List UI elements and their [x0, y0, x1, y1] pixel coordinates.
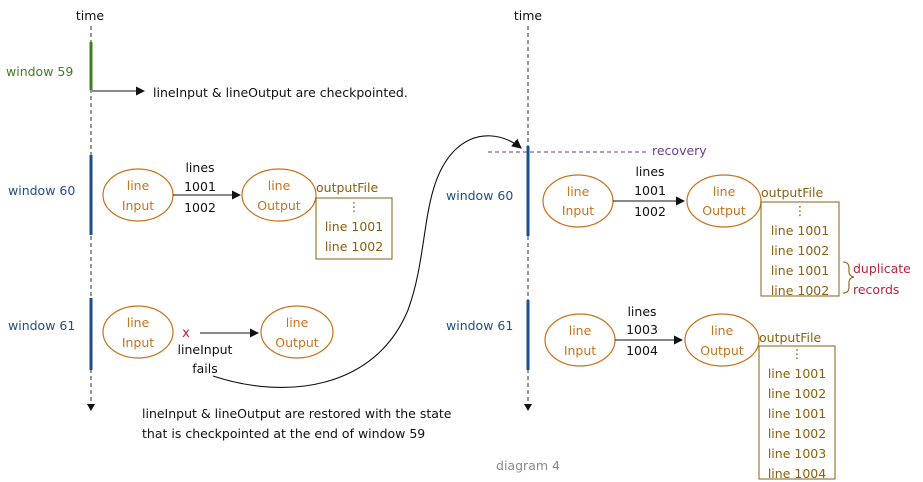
right-w61-line-output-label-1: line — [711, 323, 734, 338]
left-w60-line-output-node — [241, 168, 317, 222]
left-w60-line-input-node — [102, 168, 174, 222]
right-w61-line-input-label-1: line — [569, 323, 592, 338]
right-w60-line-output-label-1: line — [713, 184, 736, 199]
fail-text-line-1: lineInput — [178, 342, 233, 357]
right-w60-output-file-rows: ⋮ line 1001 line 1002 line 1001 line 1002 — [771, 203, 829, 298]
right-w61-lines-label: lines — [627, 304, 656, 319]
right-window60-bar — [526, 146, 530, 236]
left-w61-line-output-node — [260, 305, 334, 359]
left-time-label: time — [76, 8, 105, 23]
left-w61-line-input-node — [102, 305, 174, 359]
file-row: ⋮ — [794, 203, 807, 218]
window59-label: window 59 — [6, 64, 73, 79]
right-w60-lines-label: lines — [635, 164, 664, 179]
left-w60-line-input-label-1: line — [127, 178, 150, 193]
right-w61-line-a: 1003 — [626, 322, 658, 337]
left-w61-line-input-label-2: Input — [122, 335, 154, 350]
file-row: line 1001 — [768, 366, 826, 381]
recovery-curve-arrow — [212, 135, 522, 388]
checkpoint-note: lineInput & lineOutput are checkpointed. — [153, 85, 408, 100]
right-w61-line-output-node — [684, 313, 760, 367]
file-row: ⋮ — [791, 346, 804, 361]
duplicate-label-2: records — [853, 282, 899, 297]
file-row: line 1001 — [771, 263, 829, 278]
left-w60-output-file-box — [315, 197, 393, 260]
left-w60-output-file-label: outputFile — [316, 180, 378, 195]
file-row: line 1001 — [325, 219, 383, 234]
left-w60-line-output-label-1: line — [268, 178, 291, 193]
left-window60-label: window 60 — [8, 183, 75, 198]
left-w60-line-1002: 1002 — [184, 200, 216, 215]
right-w60-line-a: 1001 — [634, 183, 666, 198]
right-time-label: time — [514, 8, 543, 23]
file-row: ⋮ — [348, 199, 361, 214]
left-w60-line-1001: 1001 — [184, 179, 216, 194]
right-w60-line-input-label-2: Input — [562, 203, 594, 218]
right-w61-line-output-label-2: Output — [700, 343, 744, 358]
left-window60-bar — [89, 155, 93, 235]
file-row: line 1002 — [325, 239, 383, 254]
right-w60-line-input-node — [542, 174, 614, 228]
right-window60-label: window 60 — [446, 188, 513, 203]
left-timeline-arrowhead — [87, 404, 95, 411]
file-row: line 1004 — [768, 466, 826, 481]
right-w60-line-output-node — [686, 174, 762, 228]
right-w60-output-file-label: outputFile — [761, 185, 823, 200]
fail-text-line-2: fails — [192, 361, 218, 376]
fail-mark: x — [182, 326, 190, 341]
right-w61-line-b: 1004 — [626, 343, 658, 358]
left-window61-bar — [89, 298, 93, 370]
right-w60-line-b: 1002 — [634, 204, 666, 219]
right-w61-output-file-box — [758, 345, 836, 480]
right-w61-line-input-label-2: Input — [564, 343, 596, 358]
recovery-label: recovery — [652, 143, 707, 158]
left-w61-line-output-label-2: Output — [275, 335, 319, 350]
left-w60-line-input-label-2: Input — [122, 198, 154, 213]
file-row: line 1002 — [768, 386, 826, 401]
diagram-caption: diagram 4 — [496, 458, 560, 473]
left-w61-line-input-label-1: line — [127, 315, 150, 330]
left-w60-line-output-label-2: Output — [257, 198, 301, 213]
right-w61-line-input-node — [544, 313, 616, 367]
duplicate-label-1: duplicate — [853, 261, 911, 276]
right-w61-output-file-label: outputFile — [759, 330, 821, 345]
left-w60-lines-label: lines — [185, 160, 214, 175]
left-w61-line-output-label-1: line — [286, 315, 309, 330]
right-timeline-arrowhead — [524, 404, 532, 411]
duplicate-brace — [842, 261, 855, 294]
file-row: line 1002 — [771, 243, 829, 258]
right-w61-output-file-rows: ⋮ line 1001 line 1002 line 1001 line 1002 lin… — [768, 346, 826, 481]
file-row: line 1001 — [768, 406, 826, 421]
right-w60-line-input-label-1: line — [567, 184, 590, 199]
restore-note-line-2: that is checkpointed at the end of windo… — [142, 426, 425, 441]
file-row: line 1003 — [768, 446, 826, 461]
window59-bar — [89, 42, 93, 90]
restore-note-line-1: lineInput & lineOutput are restored with… — [142, 406, 452, 421]
right-w60-line-output-label-2: Output — [702, 203, 746, 218]
right-w60-output-file-box — [760, 201, 840, 297]
file-row: line 1002 — [771, 283, 829, 298]
left-window61-label: window 61 — [8, 318, 75, 333]
file-row: line 1001 — [771, 223, 829, 238]
file-row: line 1002 — [768, 426, 826, 441]
right-window61-bar — [526, 300, 530, 370]
left-w60-output-file-rows: ⋮ line 1001 line 1002 — [325, 199, 383, 254]
right-window61-label: window 61 — [446, 318, 513, 333]
